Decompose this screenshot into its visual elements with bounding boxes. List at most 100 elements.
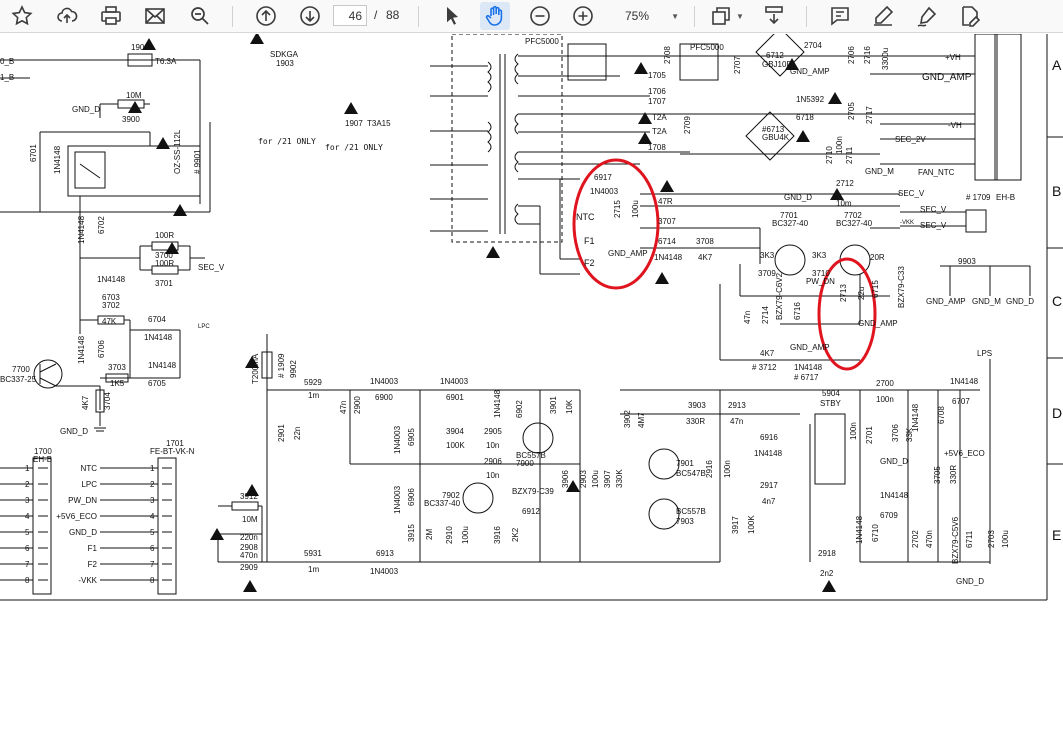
separator — [806, 6, 807, 27]
label: 1706 — [648, 87, 666, 96]
label: 2704 — [804, 41, 822, 50]
label: 2711 — [845, 146, 854, 164]
page-up-icon[interactable] — [251, 2, 281, 30]
label: 1705 — [648, 71, 666, 80]
pen-icon[interactable] — [868, 2, 898, 30]
page-separator: / — [374, 8, 378, 22]
label: T3A15 — [367, 119, 391, 128]
label: 3917 — [731, 516, 740, 534]
label: BC557B — [676, 507, 706, 516]
label: 3K3 — [760, 251, 775, 260]
label: GND_AMP — [858, 319, 898, 328]
label: GND_M — [972, 297, 1001, 306]
label: 6704 — [148, 315, 166, 324]
label: 6718 — [796, 113, 814, 122]
label: 3702 — [102, 301, 120, 310]
label: 47n — [743, 311, 752, 324]
page-view-icon[interactable] — [706, 2, 736, 30]
label: 7901 — [676, 459, 694, 468]
label: 22u — [857, 287, 866, 300]
zoom-value: 75% — [625, 9, 650, 23]
zoom-out-icon[interactable] — [525, 2, 555, 30]
separator — [694, 6, 695, 27]
label: GND_AMP — [608, 249, 648, 258]
label: 1N4003 — [370, 377, 399, 386]
label: 2905 — [484, 427, 502, 436]
label: 3906 — [561, 470, 570, 488]
label: #6713 — [762, 125, 785, 134]
label: 7900 — [516, 459, 534, 468]
zoom-search-icon[interactable] — [185, 2, 215, 30]
page-number-input[interactable] — [333, 5, 367, 26]
label: 2916 — [705, 460, 714, 478]
label: LPS — [977, 349, 992, 358]
label: 7701 — [780, 211, 798, 220]
label: 2706 — [847, 46, 856, 64]
label: T2A — [652, 113, 667, 122]
label: 2710 — [825, 146, 834, 164]
label: 10M — [242, 515, 258, 524]
page-down-icon[interactable] — [295, 2, 325, 30]
label: 3916 — [493, 526, 502, 544]
label: 470n — [240, 551, 258, 560]
edge-letter-b: B — [1052, 183, 1061, 199]
edge-letter-d: D — [1052, 405, 1062, 421]
label: 4K7 — [760, 349, 775, 358]
hand-icon[interactable] — [480, 2, 510, 30]
pdf-page: A B C D E 0_B 1_B 1902 T6.3A SDKGA 1903 … — [0, 34, 1063, 750]
label: 4n7 — [762, 497, 776, 506]
label: 9903 — [958, 257, 976, 266]
scroll-mode-icon[interactable] — [759, 2, 789, 30]
label: 3915 — [407, 524, 416, 542]
label: 22n — [293, 427, 302, 440]
label: 10n — [486, 471, 499, 480]
sign-icon[interactable] — [912, 2, 942, 30]
label: 4M7 — [637, 412, 646, 428]
label: 1902 — [131, 43, 149, 52]
select-arrow-icon[interactable] — [437, 2, 467, 30]
zoom-select[interactable]: 75% ▼ — [617, 5, 683, 27]
label: 1N4148 — [493, 389, 502, 418]
label: # 1909 — [277, 353, 286, 378]
label: +5V6_ECO — [944, 449, 985, 458]
upload-icon[interactable] — [52, 2, 82, 30]
edit-pdf-icon[interactable] — [955, 2, 985, 30]
label: NTC — [576, 212, 595, 222]
comment-icon[interactable] — [825, 2, 855, 30]
label: SEC_V — [920, 221, 947, 230]
star-icon[interactable] — [7, 2, 37, 30]
label: 2708 — [663, 46, 672, 64]
label: 6905 — [407, 428, 416, 446]
label: 6917 — [594, 173, 612, 182]
connector-1701-signal-label: LPC — [81, 480, 97, 489]
label: 1N4148 — [53, 145, 62, 174]
label: 1N4003 — [440, 377, 469, 386]
label: BC327-40 — [836, 219, 873, 228]
label: 1N4003 — [393, 485, 402, 514]
label: 7902 — [442, 491, 460, 500]
label: 2705 — [847, 102, 856, 120]
print-icon[interactable] — [96, 2, 126, 30]
label: 10M — [126, 91, 142, 100]
zoom-in-icon[interactable] — [568, 2, 598, 30]
chevron-down-icon: ▼ — [671, 11, 679, 21]
label: 6710 — [871, 524, 880, 542]
label: 2707 — [733, 56, 742, 74]
label: 1K5 — [110, 379, 125, 388]
label: FAN_NTC — [918, 168, 955, 177]
label: 3707 — [658, 217, 676, 226]
chevron-down-icon[interactable]: ▼ — [736, 12, 744, 21]
label: BC337-40 — [424, 499, 461, 508]
label: 330R — [949, 465, 958, 484]
separator — [418, 6, 419, 27]
label: STBY — [820, 399, 842, 408]
label: F1 — [584, 236, 595, 246]
label: 2909 — [240, 563, 258, 572]
label: 1N4148 — [144, 333, 173, 342]
label: 100n — [835, 136, 844, 154]
label: 33K — [905, 427, 914, 442]
label: 3708 — [696, 237, 714, 246]
label: 20R — [870, 253, 885, 262]
label: 1m — [308, 565, 319, 574]
mail-icon[interactable] — [140, 2, 170, 30]
